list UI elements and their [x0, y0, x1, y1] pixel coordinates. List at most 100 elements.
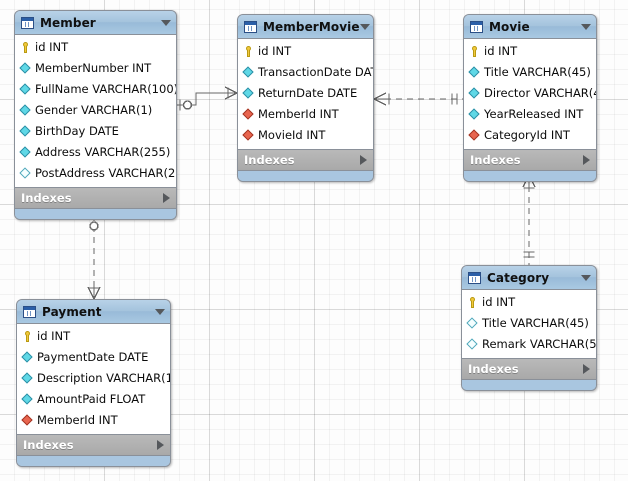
column-diamond-icon [468, 87, 481, 100]
table-header-membermovie[interactable]: MemberMovie [238, 15, 373, 39]
nullable-diamond-icon [466, 317, 479, 330]
column-label: BirthDay DATE [35, 123, 119, 138]
chevron-down-icon[interactable] [155, 308, 165, 315]
indexes-section-category[interactable]: Indexes [462, 358, 596, 380]
table-header-movie[interactable]: Movie [464, 15, 596, 39]
nullable-diamond-icon [19, 167, 32, 180]
column-row[interactable]: id INT [15, 37, 176, 58]
entity-table-membermovie[interactable]: MemberMovie id INT TransactionDate DATE Ret… [237, 14, 374, 182]
indexes-section-movie[interactable]: Indexes [464, 149, 596, 171]
column-label: PostAddress VARCHAR(255) [35, 165, 176, 180]
column-row[interactable]: ReturnDate DATE [238, 83, 373, 104]
table-footer [464, 171, 596, 181]
column-label: Title VARCHAR(45) [484, 64, 591, 79]
fk-diamond-icon [468, 129, 481, 142]
table-footer [15, 209, 176, 219]
column-label: id INT [482, 294, 516, 309]
column-diamond-icon [242, 87, 255, 100]
column-list: id INT TransactionDate DATE ReturnDate DAT… [238, 39, 373, 149]
column-row[interactable]: MemberNumber INT [15, 58, 176, 79]
column-row[interactable]: Description VARCHAR(100) [17, 368, 170, 389]
column-diamond-icon [468, 66, 481, 79]
column-row[interactable]: YearReleased INT [464, 104, 596, 125]
column-label: id INT [258, 43, 292, 58]
column-row[interactable]: FullName VARCHAR(100) [15, 79, 176, 100]
chevron-down-icon[interactable] [359, 23, 370, 30]
table-header-category[interactable]: Category [462, 266, 596, 290]
relationship-membermovie-movie [373, 92, 463, 106]
column-row[interactable]: id INT [464, 41, 596, 62]
fk-diamond-icon [21, 414, 34, 427]
column-label: id INT [37, 328, 71, 343]
chevron-right-icon[interactable] [583, 155, 590, 165]
table-header-payment[interactable]: Payment [17, 300, 170, 324]
pk-key-icon [242, 45, 255, 58]
entity-table-category[interactable]: Category id INT Title VARCHAR(45) Remark VA… [461, 265, 597, 391]
column-label: MovieId INT [258, 127, 326, 142]
column-diamond-icon [468, 108, 481, 121]
column-row[interactable]: Title VARCHAR(45) [464, 62, 596, 83]
column-list: id INT Title VARCHAR(45) Remark VARCHAR(50… [462, 290, 596, 358]
column-diamond-icon [19, 125, 32, 138]
chevron-right-icon[interactable] [157, 440, 164, 450]
chevron-right-icon[interactable] [360, 155, 367, 165]
column-label: Address VARCHAR(255) [35, 144, 171, 159]
column-label: Description VARCHAR(100) [37, 370, 171, 385]
column-row[interactable]: MemberId INT [17, 410, 170, 431]
table-title: Member [40, 15, 96, 30]
column-row[interactable]: Director VARCHAR(45) [464, 83, 596, 104]
column-row[interactable]: Title VARCHAR(45) [462, 313, 596, 334]
column-list: id INT Title VARCHAR(45) Director VARCHAR(… [464, 39, 596, 149]
column-row[interactable]: CategoryId INT [464, 125, 596, 146]
column-diamond-icon [242, 66, 255, 79]
table-title: MemberMovie [263, 19, 360, 34]
column-label: YearReleased INT [484, 106, 584, 121]
column-row[interactable]: AmountPaid FLOAT [17, 389, 170, 410]
column-row[interactable]: MemberId INT [238, 104, 373, 125]
column-row[interactable]: Remark VARCHAR(500) [462, 334, 596, 355]
table-icon [21, 16, 34, 29]
column-row[interactable]: TransactionDate DATE [238, 62, 373, 83]
chevron-down-icon[interactable] [581, 23, 591, 30]
chevron-down-icon[interactable] [161, 19, 171, 26]
column-row[interactable]: id INT [238, 41, 373, 62]
column-diamond-icon [21, 393, 34, 406]
column-row[interactable]: id INT [462, 292, 596, 313]
table-icon [468, 271, 481, 284]
indexes-section-member[interactable]: Indexes [15, 187, 176, 209]
table-footer [238, 171, 373, 181]
nullable-diamond-icon [466, 338, 479, 351]
pk-key-icon [21, 330, 34, 343]
indexes-section-membermovie[interactable]: Indexes [238, 149, 373, 171]
column-row[interactable]: id INT [17, 326, 170, 347]
table-title: Payment [42, 304, 102, 319]
indexes-label: Indexes [470, 153, 521, 167]
column-row[interactable]: Gender VARCHAR(1) [15, 100, 176, 121]
entity-table-payment[interactable]: Payment id INT PaymentDate DATE Description… [16, 299, 171, 467]
table-icon [244, 20, 257, 33]
column-row[interactable]: Address VARCHAR(255) [15, 142, 176, 163]
column-diamond-icon [19, 146, 32, 159]
chevron-down-icon[interactable] [581, 274, 591, 281]
column-label: ReturnDate DATE [258, 85, 358, 100]
column-label: Remark VARCHAR(500) [482, 336, 597, 351]
relationship-member-payment [87, 215, 101, 300]
column-list: id INT PaymentDate DATE Description VARCHA… [17, 324, 170, 434]
column-row[interactable]: PostAddress VARCHAR(255) [15, 163, 176, 184]
indexes-label: Indexes [468, 362, 519, 376]
relationship-movie-category [522, 174, 536, 265]
column-row[interactable]: PaymentDate DATE [17, 347, 170, 368]
indexes-section-payment[interactable]: Indexes [17, 434, 170, 456]
table-header-member[interactable]: Member [15, 11, 176, 35]
column-row[interactable]: BirthDay DATE [15, 121, 176, 142]
column-diamond-icon [21, 351, 34, 364]
column-label: MemberId INT [258, 106, 339, 121]
chevron-right-icon[interactable] [583, 364, 590, 374]
chevron-right-icon[interactable] [163, 193, 170, 203]
pk-key-icon [466, 296, 479, 309]
column-row[interactable]: MovieId INT [238, 125, 373, 146]
